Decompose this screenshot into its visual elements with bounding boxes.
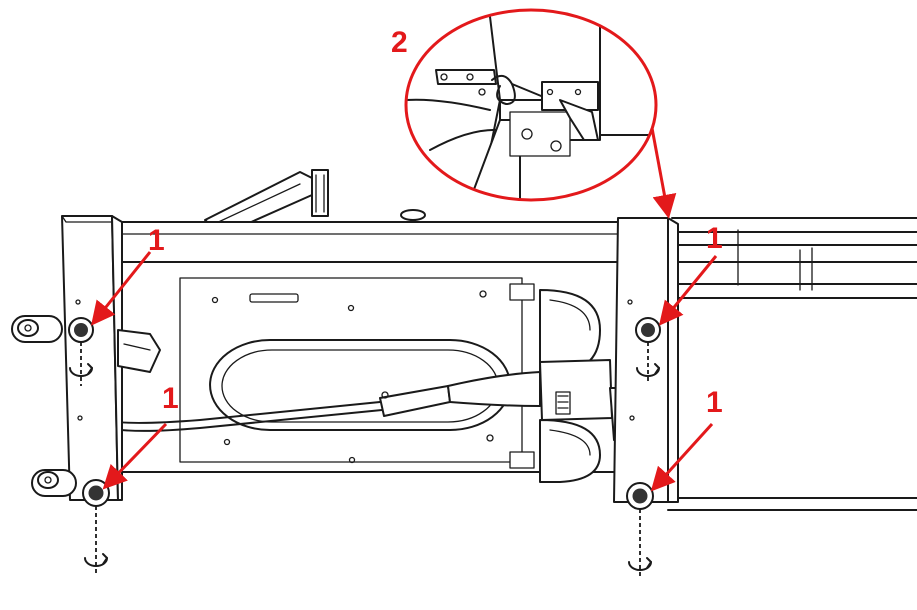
callout-foot-rear-right: 1: [706, 386, 723, 419]
upright-arm: [204, 169, 426, 236]
data-cable: [91, 359, 641, 441]
transport-wheel-front: [11, 315, 63, 343]
detail-inset: [404, 8, 658, 202]
leader-arrow-foot-rear-right: [650, 422, 714, 492]
callout-cable-connector-detail: 2: [391, 26, 408, 59]
leveling-foot-icon: [68, 317, 661, 510]
right-end-cap: [613, 217, 679, 503]
rotation-arrow-icon: [69, 342, 660, 578]
callout-foot-front-right: 1: [706, 222, 723, 255]
callout-labels: 1 1 1 1 2: [148, 26, 723, 419]
leader-arrow-foot-front-left: [91, 251, 152, 326]
leader-arrow-foot-rear-left: [102, 422, 168, 490]
left-end-cap: [61, 215, 161, 501]
side-rails: [667, 217, 917, 511]
callout-foot-rear-left: 1: [162, 382, 179, 415]
main-frame: [111, 221, 621, 483]
transport-wheel-rear: [31, 469, 77, 497]
leader-arrows: [91, 127, 718, 492]
leader-arrow-foot-front-right: [658, 255, 718, 326]
leader-arrow-detail: [650, 127, 677, 219]
callout-foot-front-left: 1: [148, 224, 165, 257]
